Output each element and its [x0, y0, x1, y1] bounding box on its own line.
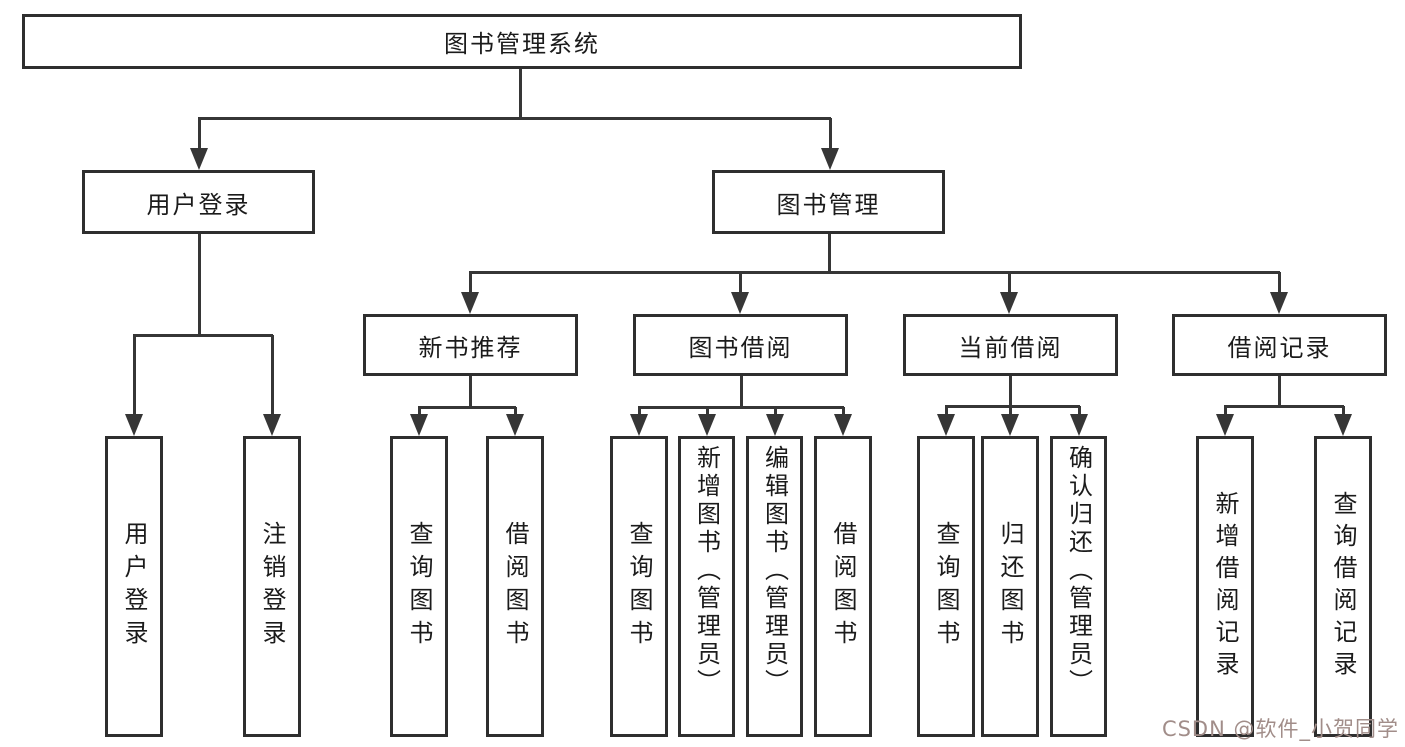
arrowhead-icon — [1000, 292, 1018, 314]
connector-line — [519, 69, 522, 118]
leaf-borrow-books-recommend: 借阅图书 — [486, 436, 544, 737]
connector-line — [133, 335, 136, 416]
connector-line — [706, 407, 709, 416]
connector-line — [774, 407, 777, 416]
leaf-query-books-recommend: 查询图书 — [390, 436, 448, 737]
leaf-label: 查询图书 — [625, 520, 653, 653]
arrowhead-icon — [731, 292, 749, 314]
csdn-watermark: CSDN @软件_小贺同学 — [1161, 717, 1399, 741]
connector-line — [418, 407, 421, 416]
connector-line — [829, 118, 832, 149]
node-borrow-records: 借阅记录 — [1172, 314, 1387, 376]
connector-line — [740, 376, 743, 408]
connector-line — [1009, 376, 1012, 416]
connector-line — [842, 407, 845, 416]
leaf-add-borrow-record: 新增借阅记录 — [1196, 436, 1254, 737]
leaf-confirm-return-admin: 确认归还（管理员） — [1050, 436, 1107, 737]
arrowhead-icon — [1216, 414, 1234, 436]
arrowhead-icon — [263, 414, 281, 436]
connector-line — [945, 406, 948, 416]
arrowhead-icon — [1001, 414, 1019, 436]
arrowhead-icon — [125, 414, 143, 436]
leaf-logout: 注销登录 — [243, 436, 301, 737]
leaf-label: 注销登录 — [258, 520, 286, 653]
leaf-query-borrow-record: 查询借阅记录 — [1314, 436, 1372, 737]
connector-line — [1278, 376, 1281, 407]
connector-line — [514, 407, 517, 416]
connector-line — [739, 272, 742, 294]
connector-line — [828, 234, 831, 273]
leaf-query-books-borrowing: 查询图书 — [610, 436, 668, 737]
leaf-label: 查询图书 — [932, 520, 960, 653]
arrowhead-icon — [506, 414, 524, 436]
connector-line — [469, 272, 472, 294]
leaf-add-books-admin: 新增图书（管理员） — [678, 436, 735, 737]
node-label: 借阅记录 — [1227, 333, 1332, 362]
arrowhead-icon — [190, 148, 208, 170]
node-book-borrowing: 图书借阅 — [633, 314, 848, 376]
connector-line — [271, 335, 274, 416]
connector-line — [198, 117, 831, 120]
leaf-label: 编辑图书（管理员） — [760, 445, 789, 697]
leaf-borrow-books-borrowing: 借阅图书 — [814, 436, 872, 737]
connector-line — [469, 376, 472, 408]
connector-line — [1342, 406, 1345, 416]
connector-line — [133, 334, 273, 337]
connector-line — [638, 406, 844, 409]
leaf-label: 查询借阅记录 — [1329, 490, 1357, 683]
leaf-label: 借阅图书 — [501, 520, 529, 653]
node-label: 图书借阅 — [688, 333, 793, 362]
leaf-label: 归还图书 — [996, 520, 1024, 653]
node-new-book-recommend: 新书推荐 — [363, 314, 578, 376]
leaf-query-books-current: 查询图书 — [917, 436, 975, 737]
node-label: 用户登录 — [146, 190, 251, 219]
arrowhead-icon — [937, 414, 955, 436]
arrowhead-icon — [630, 414, 648, 436]
connector-line — [1078, 406, 1081, 416]
node-book-management: 图书管理 — [712, 170, 945, 234]
leaf-label: 新增借阅记录 — [1211, 490, 1239, 683]
arrowhead-icon — [461, 292, 479, 314]
leaf-label: 借阅图书 — [829, 520, 857, 653]
connector-line — [945, 405, 1080, 408]
leaf-label: 查询图书 — [405, 520, 433, 653]
connector-line — [418, 406, 516, 409]
arrowhead-icon — [821, 148, 839, 170]
connector-line — [198, 118, 201, 150]
connector-line — [469, 271, 1280, 274]
leaf-return-books: 归还图书 — [981, 436, 1039, 737]
node-current-borrowing: 当前借阅 — [903, 314, 1118, 376]
arrowhead-icon — [698, 414, 716, 436]
connector-line — [198, 233, 201, 336]
connector-line — [638, 407, 641, 416]
leaf-label: 用户登录 — [120, 520, 148, 653]
connector-line — [1224, 405, 1344, 408]
node-label: 新书推荐 — [418, 333, 523, 362]
arrowhead-icon — [834, 414, 852, 436]
node-label: 当前借阅 — [958, 333, 1063, 362]
connector-line — [1008, 272, 1011, 294]
arrowhead-icon — [1334, 414, 1352, 436]
connector-line — [1224, 406, 1227, 416]
arrowhead-icon — [1270, 292, 1288, 314]
node-library-management-system: 图书管理系统 — [22, 14, 1022, 69]
node-label: 图书管理 — [776, 190, 881, 219]
arrowhead-icon — [766, 414, 784, 436]
node-user-login: 用户登录 — [82, 170, 315, 234]
leaf-label: 确认归还（管理员） — [1064, 445, 1093, 697]
node-label: 图书管理系统 — [444, 30, 600, 58]
arrowhead-icon — [410, 414, 428, 436]
arrowhead-icon — [1070, 414, 1088, 436]
connector-line — [1278, 272, 1281, 294]
leaf-edit-books-admin: 编辑图书（管理员） — [746, 436, 803, 737]
leaf-user-login: 用户登录 — [105, 436, 163, 737]
leaf-label: 新增图书（管理员） — [692, 445, 721, 697]
